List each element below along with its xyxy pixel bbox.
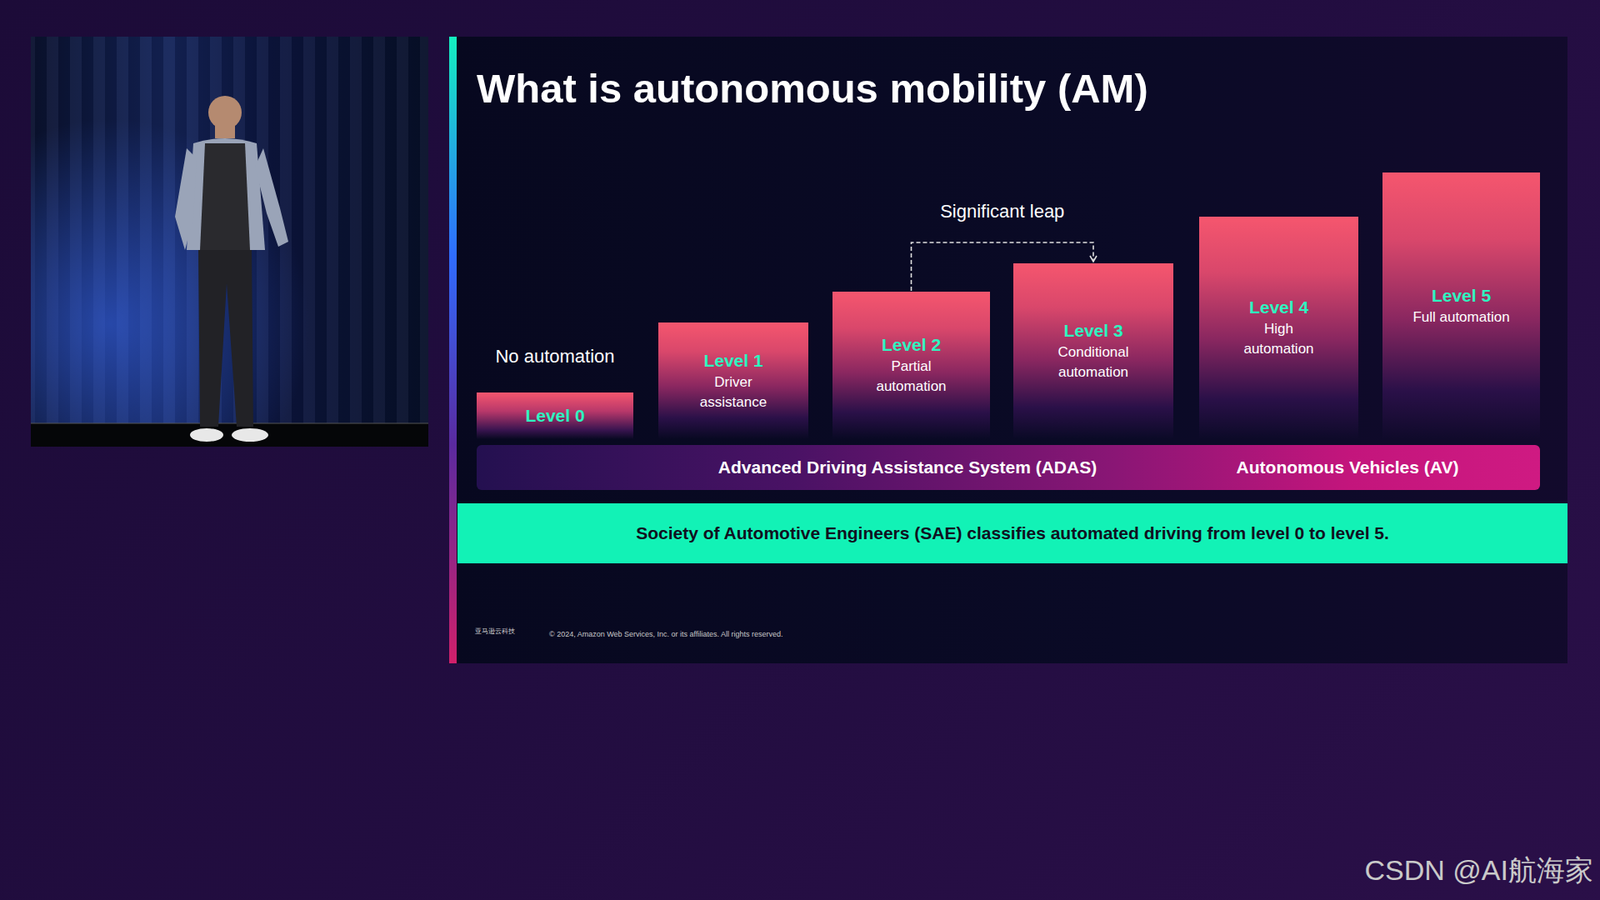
level-box: Level 3Conditional automation <box>1013 263 1174 440</box>
level-box: Level 5Full automation <box>1382 172 1540 440</box>
brand-logo: 亚马逊云科技 <box>475 626 515 636</box>
category-band: Advanced Driving Assistance System (ADAS… <box>476 445 1540 490</box>
level-description: Driver assistance <box>684 372 783 413</box>
band-label: Autonomous Vehicles (AV) <box>1236 457 1460 478</box>
level-description: Conditional automation <box>1044 342 1143 383</box>
accent-stripe <box>449 36 457 664</box>
level-description: High automation <box>1230 319 1329 360</box>
level-box: Level 2Partial automation <box>832 291 990 440</box>
band-label: Advanced Driving Assistance System (ADAS… <box>718 457 1097 478</box>
level-box: Level 1Driver assistance <box>658 322 809 440</box>
level-name: Level 4 <box>1249 296 1309 318</box>
level-name: Level 0 <box>525 405 585 426</box>
level-description: Partial automation <box>862 356 961 397</box>
level-box: Level 4High automation <box>1199 216 1359 440</box>
level-name: Level 5 <box>1431 285 1491 306</box>
connector-label: Significant leap <box>936 200 1068 223</box>
note-text: Society of Automotive Engineers (SAE) cl… <box>635 523 1390 544</box>
copyright-note: © 2024, Amazon Web Services, Inc. or its… <box>549 630 783 639</box>
watermark: CSDN @AI航海家 <box>1365 851 1594 890</box>
level-box: No automationLevel 0 <box>476 392 634 440</box>
slide-title: What is autonomous mobility (AM) <box>476 65 1149 112</box>
level-name: Level 2 <box>881 334 941 355</box>
level-name: Level 3 <box>1063 320 1123 341</box>
level-name: Level 1 <box>703 350 763 371</box>
level-description: No automation <box>460 345 650 368</box>
level-description: Full automation <box>1412 307 1510 328</box>
note-bar: Society of Automotive Engineers (SAE) cl… <box>457 503 1568 564</box>
